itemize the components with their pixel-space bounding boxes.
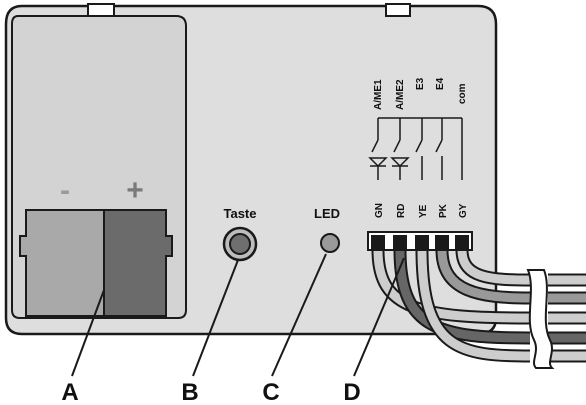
- top-notch: [87, 3, 115, 17]
- wire-break-symbol: [526, 269, 555, 369]
- contact-plus: [103, 209, 173, 317]
- push-button-inner: [229, 233, 251, 255]
- callout-d: D: [343, 379, 360, 405]
- callout-a: A: [61, 379, 78, 405]
- terminal-label-ame2: A/ME2: [395, 79, 406, 110]
- led-indicator: [320, 233, 340, 253]
- top-notch: [385, 3, 411, 17]
- callout-lines: [71, 253, 405, 377]
- terminal-label-ame1: A/ME1: [373, 79, 384, 110]
- contact-minus: [19, 209, 105, 317]
- terminal-label-e3: E3: [415, 77, 426, 90]
- pin-label-pk: PK: [438, 203, 449, 218]
- pin-label-rd: RD: [396, 204, 407, 218]
- pin-labels: GN RD YE PK GY: [374, 203, 469, 218]
- led-label: LED: [314, 206, 340, 221]
- terminal-label-com: com: [457, 83, 468, 104]
- terminal-labels-top: A/ME1 A/ME2 E3 E4 com: [373, 77, 468, 110]
- internal-circuit: [368, 117, 463, 180]
- battery-contacts: [19, 209, 173, 317]
- terminal-label-e4: E4: [435, 77, 446, 90]
- polarity-plus: +: [126, 174, 144, 207]
- terminal-block: [367, 231, 473, 251]
- button-label: Taste: [224, 206, 257, 221]
- pin-label-gy: GY: [458, 203, 469, 218]
- pin-label-ye: YE: [418, 204, 429, 218]
- polarity-minus: -: [60, 174, 70, 207]
- callout-c: C: [262, 379, 279, 405]
- wire-bundle: [371, 249, 586, 363]
- callout-b: B: [181, 379, 198, 405]
- pin-label-gn: GN: [374, 203, 385, 218]
